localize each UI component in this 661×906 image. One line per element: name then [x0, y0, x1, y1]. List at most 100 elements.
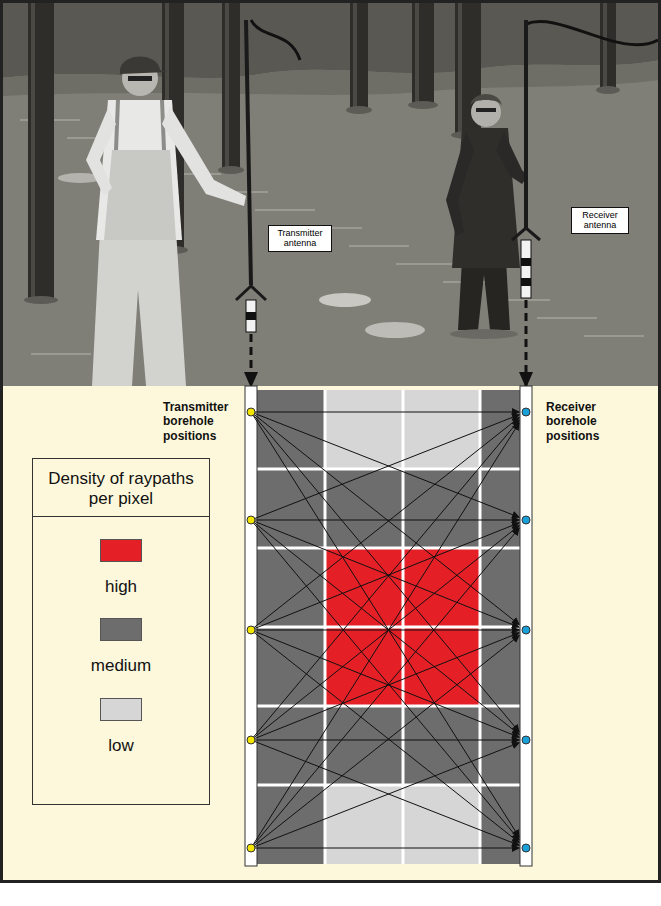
legend-box: Density of raypaths per pixel high medium l…	[32, 458, 210, 805]
pixel-cell	[480, 785, 520, 864]
receiver-position	[522, 626, 530, 634]
water-ripple	[31, 353, 91, 355]
floating-bag	[365, 322, 425, 338]
receiver-position	[522, 736, 530, 744]
antenna-body	[521, 240, 531, 298]
water-ripple	[349, 245, 409, 247]
piling-highlight	[415, 0, 419, 105]
label-text: Receiver antenna	[576, 210, 624, 231]
grid-line	[257, 468, 520, 471]
transmitter-position	[247, 736, 255, 744]
photo	[3, 0, 658, 386]
borehole-label: Transmitter borehole positions	[163, 400, 247, 443]
legend-text: high	[33, 578, 209, 597]
person-legs	[458, 260, 510, 330]
person-hair	[470, 94, 502, 106]
piling	[222, 0, 240, 170]
grid-line	[257, 547, 520, 550]
legend-swatch	[100, 698, 142, 721]
grid-line	[257, 626, 520, 629]
piling-highlight	[353, 0, 357, 110]
pixel-cell	[403, 785, 480, 864]
transmitter-position	[247, 844, 255, 852]
borehole-tube	[520, 386, 532, 866]
pixel-cell	[325, 469, 403, 548]
grid-line	[257, 784, 520, 787]
antenna-cable	[526, 21, 658, 44]
pixel-cell	[257, 548, 325, 627]
raypath	[251, 423, 519, 848]
raypath	[251, 743, 519, 848]
legend-title: Density of raypaths per pixel	[33, 459, 209, 516]
pixel-cell	[325, 548, 403, 627]
label-box: Transmitter antenna	[268, 225, 332, 252]
piling	[28, 0, 54, 300]
pixel-cell	[480, 706, 520, 785]
person-arm	[162, 106, 246, 206]
person-overalls	[92, 230, 186, 386]
raypath	[251, 520, 519, 627]
raypath	[251, 630, 519, 842]
label-box: Receiver antenna	[571, 207, 629, 234]
person-cap	[120, 57, 168, 75]
piling	[350, 0, 368, 110]
raypath	[251, 740, 519, 741]
pixel-cell	[480, 548, 520, 627]
piling-highlight	[458, 0, 462, 135]
water-ripple	[584, 335, 644, 337]
person-bib	[104, 150, 176, 240]
raypath	[251, 633, 519, 740]
raypath	[251, 415, 519, 520]
insertion-arrow	[250, 334, 253, 386]
piling-reflection	[218, 166, 244, 174]
raypath	[251, 412, 519, 517]
antenna-pole	[524, 20, 528, 230]
piling-highlight	[31, 0, 35, 300]
pixel-cell	[257, 390, 325, 469]
raypath	[251, 630, 519, 737]
panel-background	[0, 386, 661, 882]
person-arm	[496, 132, 528, 184]
person-reflection	[450, 329, 518, 339]
insertion-arrow	[525, 300, 528, 386]
piling-highlight	[225, 0, 229, 170]
legend-swatch	[100, 539, 142, 562]
antenna-band	[246, 312, 256, 320]
receiver-position	[522, 408, 530, 416]
shore	[3, 60, 658, 96]
person-strap	[116, 100, 118, 150]
pixel-cell	[480, 627, 520, 706]
antenna-tripod	[236, 286, 266, 300]
floating-bag	[319, 293, 371, 307]
person-arm	[446, 132, 474, 236]
water-ripple	[396, 263, 456, 265]
raypath	[251, 520, 519, 521]
person-glasses	[128, 76, 152, 81]
receiver-position	[522, 516, 530, 524]
legend-divider	[33, 516, 209, 517]
piling	[412, 0, 434, 105]
antenna-pole	[246, 20, 251, 285]
pixel-cell	[325, 390, 403, 469]
pixel-cell	[325, 785, 403, 864]
raypath	[251, 412, 519, 624]
raypath	[251, 520, 519, 840]
raypath	[251, 528, 519, 848]
water-ripple	[255, 209, 315, 211]
piling-highlight	[603, 0, 607, 90]
raypath	[251, 630, 519, 631]
raypath	[251, 636, 519, 848]
raypath	[251, 412, 519, 837]
legend-item: low	[33, 698, 209, 756]
transmitter-position	[247, 626, 255, 634]
raypath	[251, 526, 519, 740]
pixel-cell	[257, 627, 325, 706]
legend-text: medium	[33, 657, 209, 676]
antenna-band	[521, 258, 531, 266]
borehole-label: Receiver borehole positions	[546, 400, 636, 443]
antenna-cable	[251, 20, 300, 60]
raypath	[251, 740, 519, 845]
legend-text: low	[33, 737, 209, 756]
water-ripple	[537, 317, 597, 319]
receiver-position	[522, 844, 530, 852]
